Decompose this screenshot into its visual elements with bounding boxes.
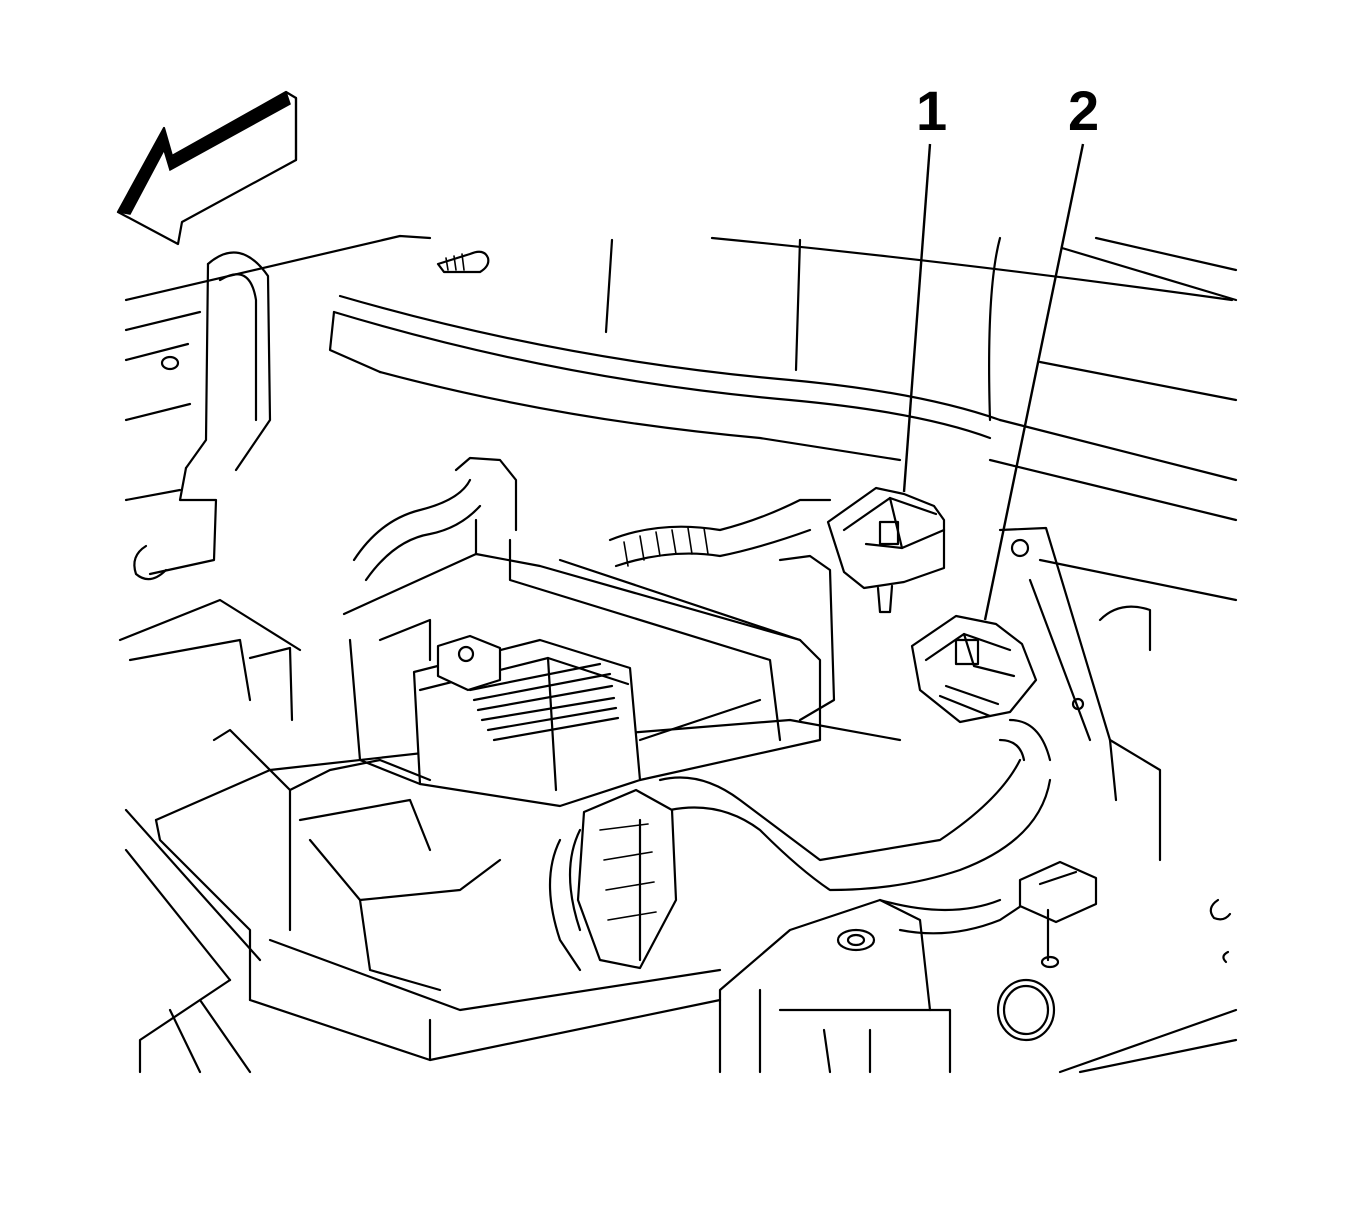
leader-line-2 [983,143,1085,621]
bolt-icon [436,250,490,274]
connector-1 [826,486,946,614]
left-hose [133,251,272,581]
harness-connector [576,788,678,970]
connector-2 [910,614,1038,724]
callout-2-label: 2 [1068,79,1099,142]
lower-support [718,898,1238,1074]
callout-leaders [902,143,1085,621]
mounting-bracket [998,526,1162,862]
front-direction-arrow-icon [116,90,298,246]
wire-harness [352,478,1052,972]
small-connector [1018,860,1098,969]
fuse-block [212,456,836,992]
fuse-slots [468,662,620,742]
callout-1-label: 1 [916,79,947,142]
body-panels [124,234,1238,602]
floor-lines [124,808,262,1074]
leader-line-1 [902,143,932,493]
harness-wrap-ribs [623,527,709,567]
fuse-block-tray [118,598,902,1074]
